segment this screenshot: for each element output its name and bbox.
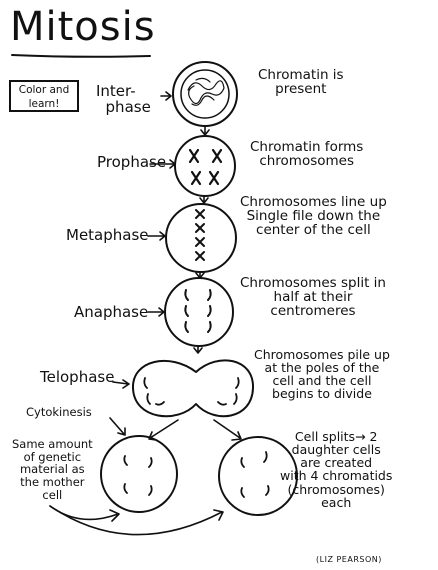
- mother-cell-arrows: [49, 505, 224, 536]
- daughter-cell-left: [100, 435, 178, 513]
- cytokinesis-label: Cytokinesis: [26, 405, 92, 419]
- stage-arrows: [148, 125, 242, 441]
- anaphase-cell: [164, 277, 234, 347]
- color-and-learn-note: Color and learn!: [9, 80, 79, 112]
- interphase-description: Chromatin is present: [258, 67, 344, 98]
- prophase-label: Prophase: [97, 153, 167, 171]
- telophase-label: Telophase: [40, 368, 115, 386]
- cytokinesis-description: Cell splits→ 2 daughter cells are create…: [280, 429, 393, 510]
- metaphase-cell: [165, 203, 237, 273]
- interphase-cell: [172, 61, 238, 127]
- mother-cell-note: Same amount of genetic material as the m…: [12, 437, 93, 502]
- interphase-label: Inter- phase: [96, 82, 151, 116]
- telophase-description: Chromosomes pile up at the poles of the …: [254, 347, 390, 402]
- anaphase-description: Chromosomes split in half at their centr…: [240, 275, 386, 320]
- telophase-cell: [131, 359, 255, 418]
- daughter-cell-right: [218, 436, 298, 516]
- prophase-description: Chromatin forms chromosomes: [250, 139, 364, 170]
- label-arrows: [109, 91, 176, 436]
- author-credit: (LIZ PEARSON): [316, 555, 382, 564]
- page-title: Mitosis: [10, 4, 156, 50]
- metaphase-description: Chromosomes line up Single file down the…: [240, 194, 387, 239]
- prophase-cell: [174, 135, 236, 197]
- title-underline: [11, 54, 151, 58]
- anaphase-label: Anaphase: [74, 303, 149, 321]
- metaphase-label: Metaphase: [66, 226, 149, 244]
